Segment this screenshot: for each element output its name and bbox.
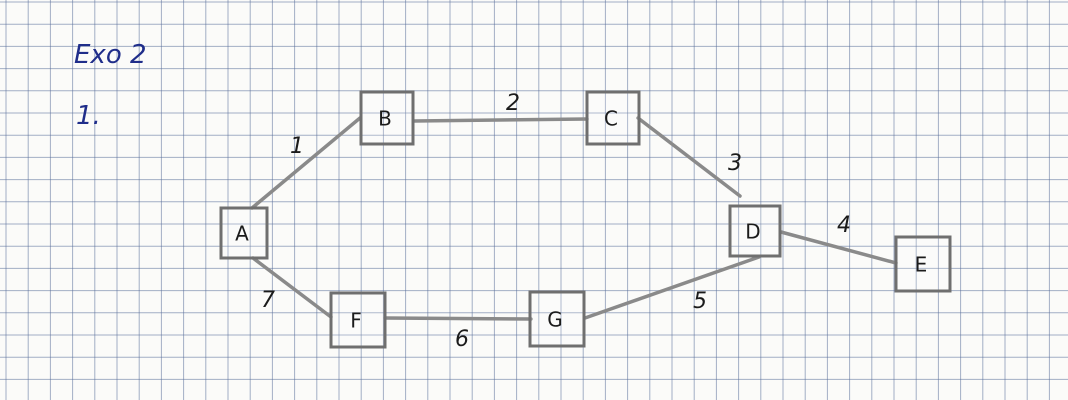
edges-layer: 1 2 3 4 5 6 7 <box>250 91 898 352</box>
edge-weight-f-g: 6 <box>455 327 469 352</box>
node-label: B <box>378 107 392 131</box>
edge-weight-d-g: 5 <box>693 289 707 314</box>
exercise-title: Exo 2 <box>74 40 147 70</box>
edge-weight-a-b: 1 <box>290 134 304 159</box>
node-label: E <box>915 253 928 277</box>
edge-a-f <box>251 256 333 319</box>
edge-b-c <box>412 117 589 123</box>
node-e: E <box>894 235 952 293</box>
edge-d-e <box>779 230 898 265</box>
node-a: A <box>219 206 269 260</box>
node-label: F <box>350 309 362 333</box>
node-box <box>528 290 586 348</box>
node-box <box>728 204 782 258</box>
edge-f-g <box>383 316 533 321</box>
edge-weight-b-c: 2 <box>506 91 520 116</box>
edge-d-g <box>583 255 761 320</box>
node-box <box>329 291 387 349</box>
node-box <box>585 90 641 146</box>
edge-a-b <box>250 116 362 210</box>
node-c: C <box>585 90 641 146</box>
edge-weight-c-d: 3 <box>728 151 742 176</box>
node-label: D <box>745 220 760 244</box>
node-label: C <box>604 107 618 131</box>
nodes-layer: A B C D E F G <box>219 90 952 349</box>
node-box <box>894 235 952 293</box>
node-b: B <box>359 90 415 146</box>
node-box <box>359 90 415 146</box>
edge-weight-d-e: 4 <box>837 213 851 238</box>
node-label: G <box>547 308 563 332</box>
edge-c-d <box>636 116 742 198</box>
node-d: D <box>728 204 782 258</box>
node-f: F <box>329 291 387 349</box>
node-g: G <box>528 290 586 348</box>
item-number: 1. <box>76 101 101 131</box>
edge-weight-a-f: 7 <box>261 288 275 313</box>
node-label: A <box>235 222 249 246</box>
node-box <box>219 206 269 260</box>
